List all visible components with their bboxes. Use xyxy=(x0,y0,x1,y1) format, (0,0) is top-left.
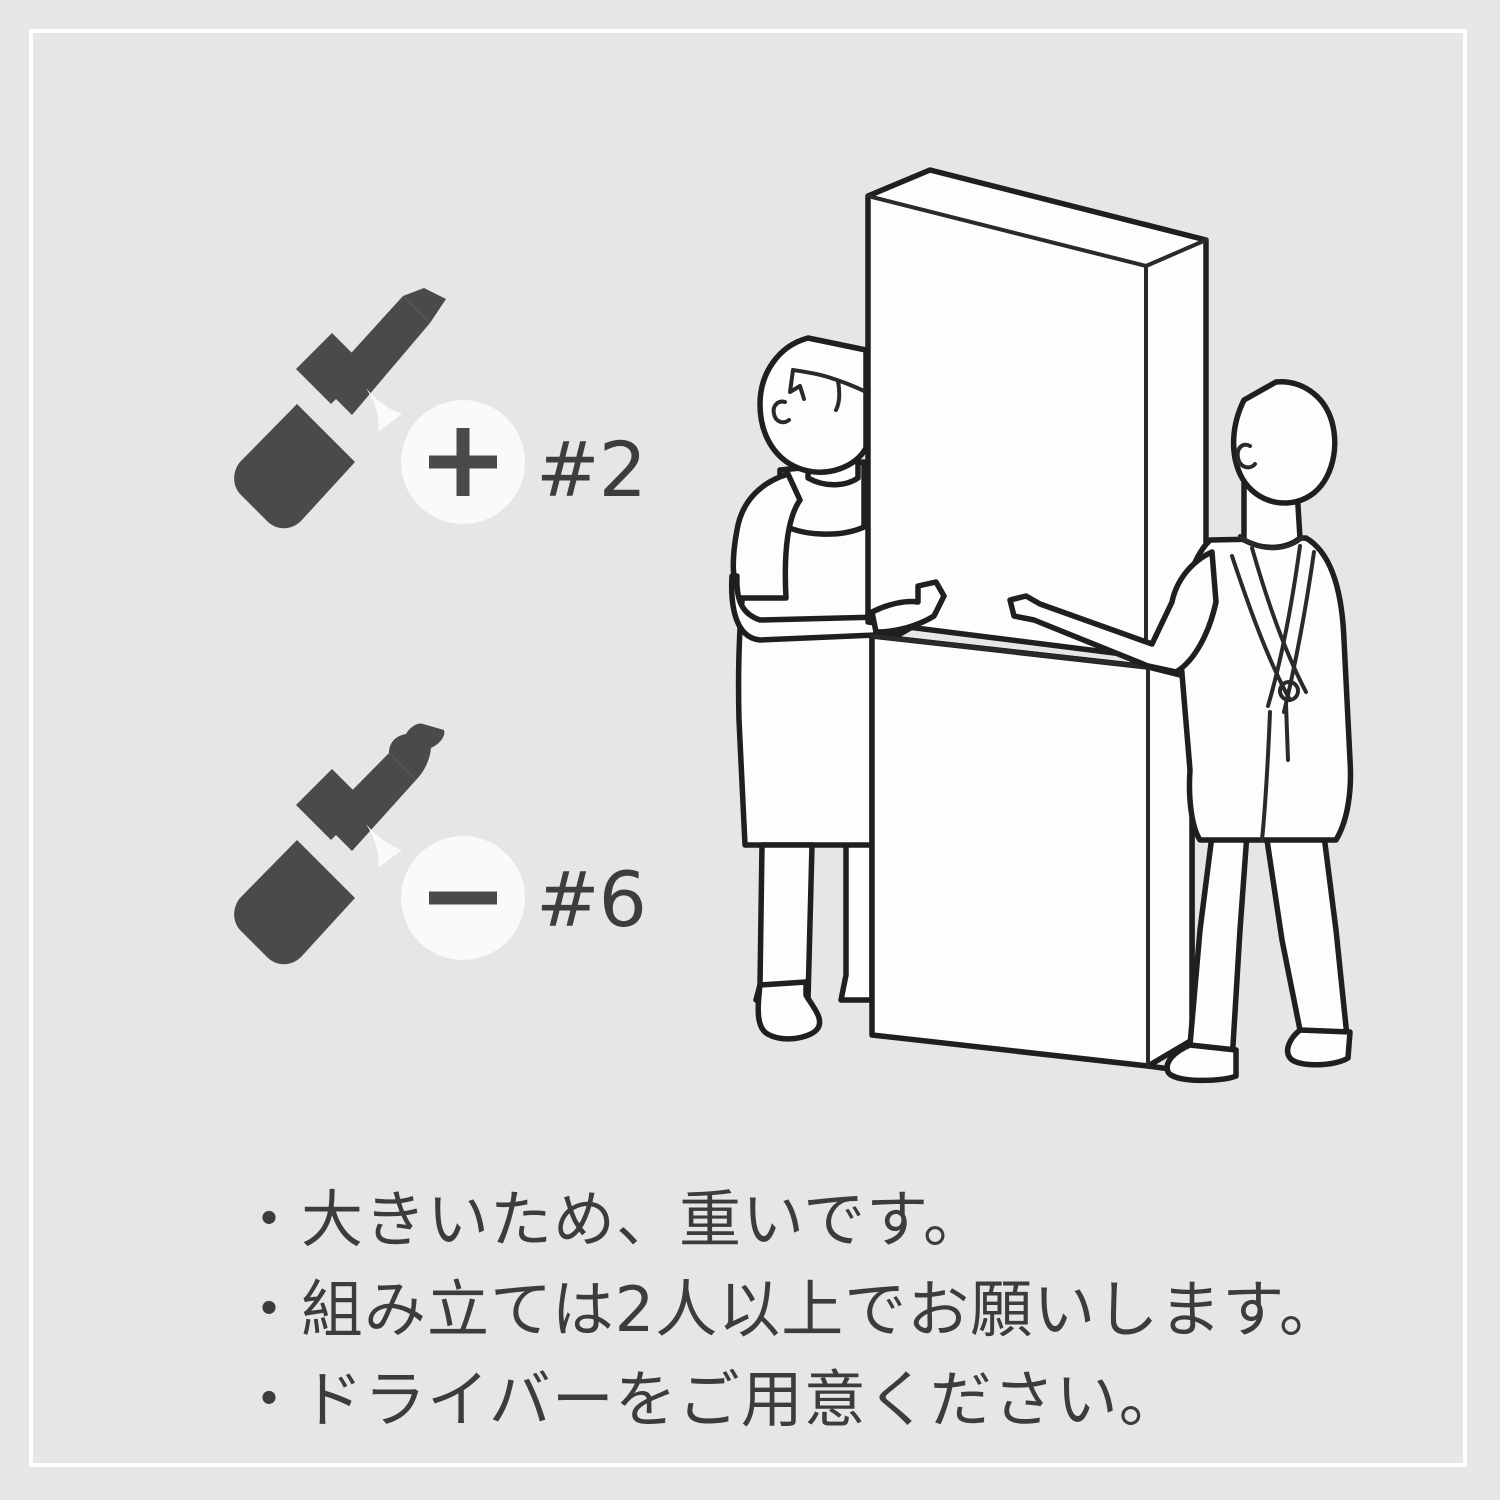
person-right-far-foot xyxy=(1164,1042,1239,1084)
person-left-near-leg xyxy=(753,842,815,1003)
person-right-coat-button xyxy=(1278,680,1300,702)
person-left-hair-fringe xyxy=(791,368,868,394)
person-right-near-leg xyxy=(1261,817,1351,1049)
person-right-collar xyxy=(1238,534,1304,551)
note-line-2: ・組み立ては2人以上でお願いします。 xyxy=(238,1273,1343,1346)
person-left-apron xyxy=(728,335,924,1042)
note-line-3: ・ドライバーをご用意ください。 xyxy=(238,1363,1182,1436)
person-right-lapel-c xyxy=(1266,544,1302,708)
lower-cabinet-box xyxy=(869,633,1195,1075)
person-left-head xyxy=(757,335,869,475)
phillips-screwdriver-icon xyxy=(234,288,446,529)
notes-list: ・大きいため、重いです。 ・組み立ては2人以上でお願いします。 ・ドライバーをご… xyxy=(238,1175,1358,1445)
flathead-screwdriver-icon xyxy=(234,723,445,965)
phillips-bubble xyxy=(366,388,525,524)
tool-row-flathead xyxy=(234,723,525,965)
person-right-ear xyxy=(1235,442,1257,470)
person-left-hand xyxy=(869,579,947,635)
bubble-tail xyxy=(366,824,402,868)
lower-box-outline xyxy=(869,633,1195,1069)
person-right-near-foot xyxy=(1284,1027,1353,1068)
person-left-hair-strand xyxy=(834,379,842,412)
person-left-near-foot xyxy=(755,979,823,1042)
person-left-ear xyxy=(771,399,791,425)
flathead-bubble xyxy=(366,824,525,960)
person-right-lapel-b xyxy=(1250,546,1308,694)
flathead-size-label: #6 xyxy=(536,855,647,944)
person-left-hair-tip xyxy=(788,368,806,401)
person-right-lapel-d xyxy=(1282,550,1316,714)
bubble-tail xyxy=(366,388,402,432)
person-right-coat-center xyxy=(1284,702,1290,762)
person-right-coat-fold xyxy=(1260,710,1272,842)
person-right-head xyxy=(1230,379,1338,506)
person-right-coat xyxy=(1007,379,1354,1084)
person-right-arm xyxy=(1007,549,1219,675)
phillips-size-label: #2 xyxy=(536,425,647,514)
illustration-group xyxy=(728,167,1354,1084)
note-line-1: ・大きいため、重いです。 xyxy=(238,1183,986,1256)
tool-row-phillips xyxy=(234,288,525,529)
